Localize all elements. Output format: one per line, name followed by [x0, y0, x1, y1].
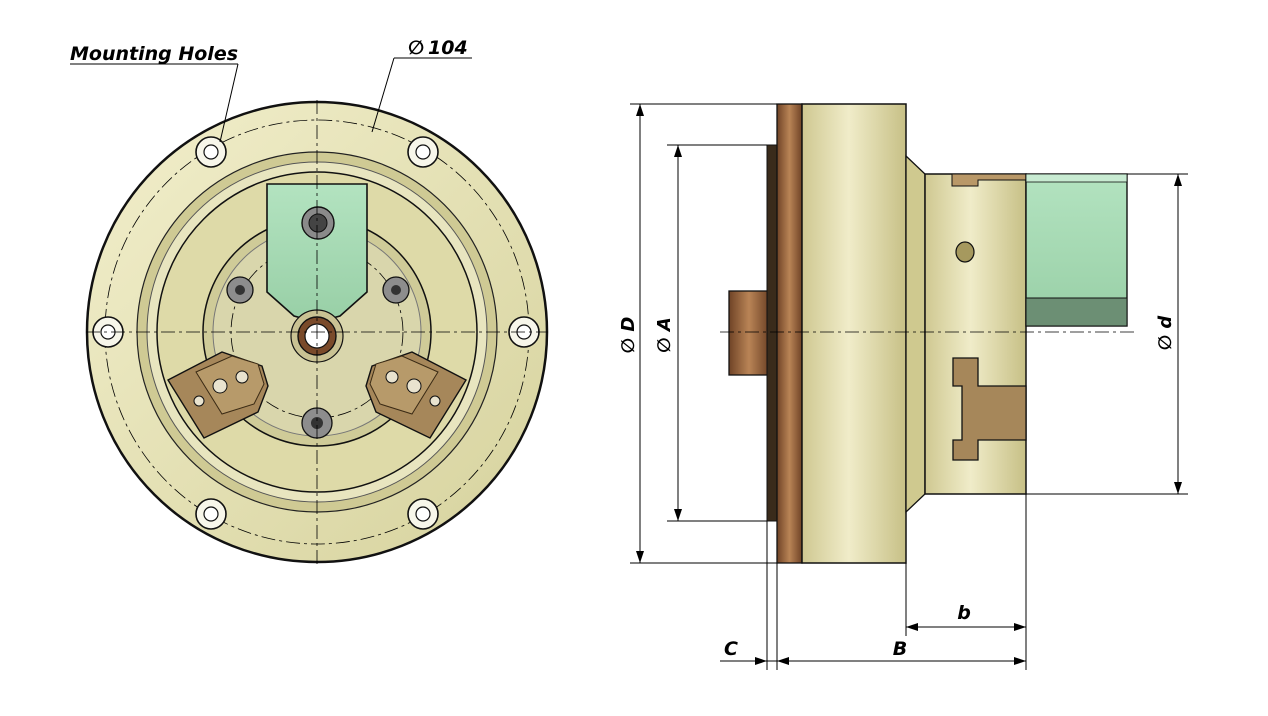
jaw-top-screw: [301, 206, 335, 240]
dia-d-label: d: [1155, 315, 1176, 329]
dimension-A: ∅ A: [654, 144, 767, 522]
side-view: ∅ D ∅ A: [618, 103, 1188, 670]
dim-C-label: C: [724, 638, 738, 660]
dia-104-symbol: ∅: [408, 37, 424, 59]
dia-104-value: 104: [428, 37, 468, 59]
svg-text:∅ d: ∅ d: [1155, 315, 1176, 351]
dia-104-callout: ∅ 104: [371, 37, 472, 133]
dia-D-label: D: [618, 317, 639, 332]
side-jaw-upper-top-band: [1025, 173, 1128, 183]
mounting-hole-top-right: [407, 136, 439, 168]
mounting-hole-left: [92, 316, 124, 348]
jaw-right: [365, 351, 467, 439]
dim-B-label: B: [893, 638, 907, 660]
mounting-holes-label: Mounting Holes: [70, 43, 238, 65]
side-jaw-lower: [952, 357, 1027, 461]
dia-D-symbol: ∅: [618, 338, 639, 353]
dia-d-symbol: ∅: [1155, 335, 1176, 350]
face-screw-upper-left: [226, 276, 254, 304]
dim-b-label: b: [957, 602, 971, 624]
jaw-left: [167, 351, 269, 439]
svg-text:∅ D: ∅ D: [618, 317, 639, 354]
dia-104-leader: [371, 57, 395, 133]
dia-A-symbol: ∅: [654, 337, 675, 352]
dia-A-label: A: [654, 317, 675, 333]
front-view: Mounting Holes ∅ 104: [70, 37, 549, 565]
dimension-C: C: [720, 521, 777, 670]
svg-text:∅ A: ∅ A: [654, 317, 675, 353]
adapter-plate: [776, 103, 803, 564]
face-screw-upper-right: [382, 276, 410, 304]
side-jaw-upper-bottom-band: [1025, 297, 1128, 327]
dimension-d: ∅ d: [1026, 173, 1188, 495]
main-body: [801, 103, 907, 564]
side-hole: [955, 241, 975, 263]
mounting-hole-bottom-left: [195, 498, 227, 530]
mounting-holes-leader: [219, 63, 239, 143]
back-plate: [766, 144, 778, 522]
dimension-b: b: [905, 494, 1027, 670]
taper: [905, 154, 926, 514]
dimension-B: B: [776, 563, 1026, 670]
dimension-D: ∅ D: [618, 103, 777, 564]
mounting-hole-bottom-right: [407, 498, 439, 530]
mounting-hole-top-left: [195, 136, 227, 168]
front-boss: [728, 290, 770, 376]
